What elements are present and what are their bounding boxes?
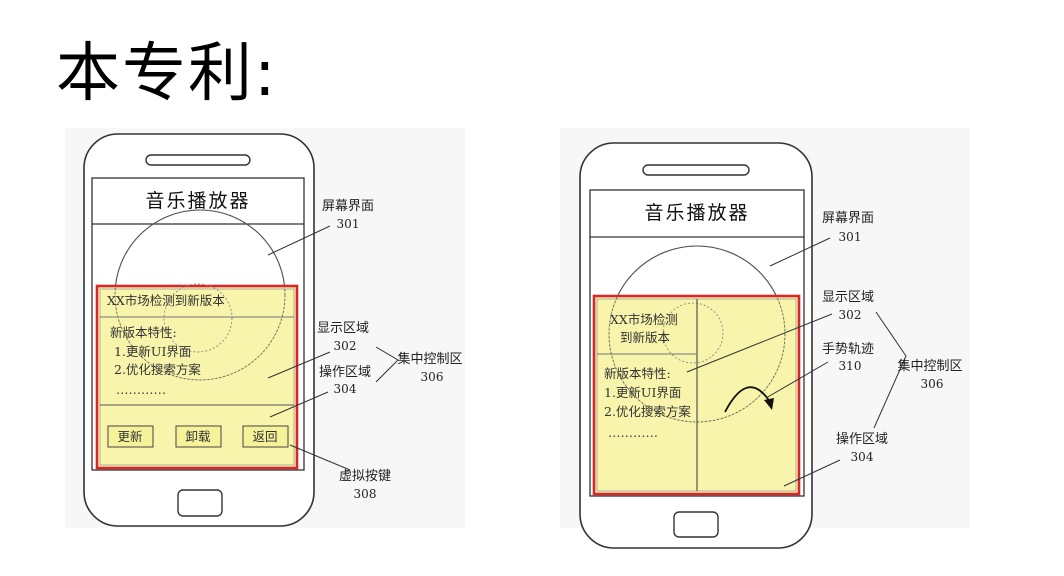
right-callout-gesture-label: 手势轨迹	[822, 341, 874, 357]
left-home-button[interactable]	[177, 489, 223, 517]
left-callout-operation-num: 304	[334, 382, 357, 396]
right-display-title-2: 到新版本	[620, 330, 671, 345]
left-display-title: XX市场检测到新版本	[107, 293, 225, 308]
left-callout-central-label: 集中控制区	[397, 351, 462, 367]
uninstall-button[interactable]	[175, 425, 222, 448]
update-button-label: 更新	[117, 429, 142, 444]
right-callout-display-label: 显示区域	[822, 290, 874, 305]
back-button-label: 返回	[252, 429, 277, 444]
left-ellipsis: …………	[116, 382, 166, 397]
right-callout-central-label: 集中控制区	[897, 358, 962, 374]
back-button[interactable]	[242, 425, 289, 448]
left-feature-1: 1.更新UI界面	[114, 344, 191, 359]
right-home-button[interactable]	[673, 511, 719, 538]
update-button[interactable]	[107, 425, 154, 448]
slide-title: 本专利:	[56, 37, 278, 111]
left-feature-2: 2.优化搜索方案	[114, 362, 201, 377]
right-figure: 音乐播放器 XX市场检测 到新版本 新版本特性: 1.更新UI界面 2.优化搜索…	[560, 128, 970, 549]
left-callout-virtual-key-num: 308	[354, 487, 377, 501]
right-inner-circle	[662, 302, 724, 364]
left-figure: 音乐播放器 XX市场检测到新版本 新版本特性: 1.更新UI界面 2.优化搜索方…	[65, 128, 465, 528]
right-callout-operation-num: 304	[851, 450, 874, 464]
gesture-arrowhead	[764, 398, 774, 410]
left-callout-display-label: 显示区域	[317, 321, 369, 336]
right-callout-gesture-num: 310	[839, 359, 862, 373]
right-callout-display-num: 302	[839, 308, 862, 322]
uninstall-button-label: 卸载	[185, 429, 211, 444]
right-features-label: 新版本特性:	[604, 366, 671, 381]
left-callout-screen-label: 屏幕界面	[322, 199, 374, 214]
left-features-label: 新版本特性:	[110, 325, 177, 340]
right-callout-screen-num: 301	[839, 230, 862, 244]
right-header-title: 音乐播放器	[644, 202, 749, 224]
left-inner-circle	[163, 283, 233, 353]
right-speaker-slot	[642, 164, 750, 176]
left-callout-central-num: 306	[421, 370, 444, 384]
left-callout-virtual-key-label: 虚拟按键	[339, 469, 391, 484]
right-callout-operation-label: 操作区域	[836, 431, 888, 447]
right-callout-screen-label: 屏幕界面	[822, 211, 874, 226]
left-callout-display-num: 302	[334, 339, 357, 353]
left-speaker-slot	[145, 154, 251, 166]
gesture-trajectory	[724, 386, 771, 413]
right-callout-central-num: 306	[921, 377, 944, 391]
left-callout-screen-num: 301	[337, 217, 360, 231]
right-ellipsis: …………	[608, 425, 658, 440]
left-header-title: 音乐播放器	[145, 190, 250, 212]
right-feature-2: 2.优化搜索方案	[604, 404, 691, 419]
right-feature-1: 1.更新UI界面	[604, 385, 681, 400]
right-display-title-1: XX市场检测	[610, 312, 678, 327]
left-callout-operation-label: 操作区域	[319, 364, 371, 380]
